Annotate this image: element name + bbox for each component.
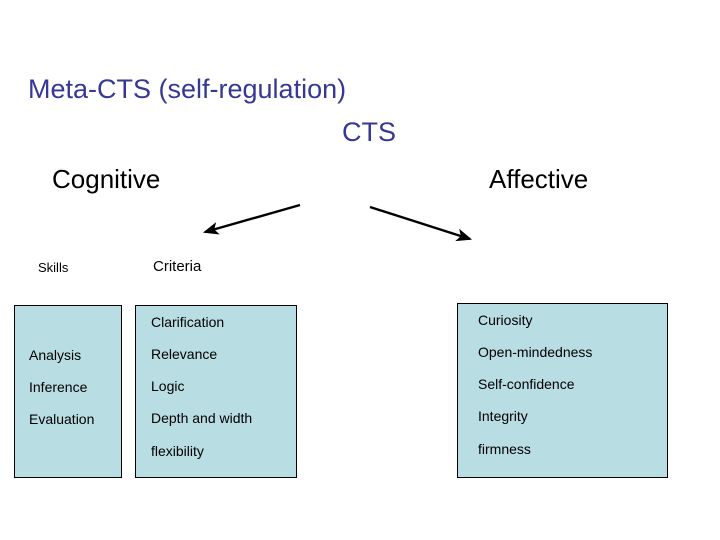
list-item: Curiosity — [478, 312, 533, 328]
list-item: Inference — [29, 379, 88, 395]
list-item: Self-confidence — [478, 376, 575, 392]
criteria-box: Clarification Relevance Logic Depth and … — [135, 305, 297, 478]
list-item: Integrity — [478, 408, 528, 424]
list-item: Logic — [151, 378, 185, 394]
affective-box: Curiosity Open-mindedness Self-confidenc… — [457, 303, 668, 478]
page-title: Meta-CTS (self-regulation) — [28, 74, 347, 104]
heading-cognitive: Cognitive — [52, 164, 161, 194]
list-item: Analysis — [29, 347, 82, 363]
skills-box: Analysis Inference Evaluation — [14, 305, 122, 478]
list-item: Depth and width — [151, 410, 253, 426]
page-subtitle: CTS — [342, 117, 396, 147]
list-item: Open-mindedness — [478, 344, 593, 360]
label-criteria: Criteria — [153, 258, 202, 275]
heading-affective: Affective — [489, 164, 589, 194]
list-item: Relevance — [151, 346, 218, 362]
arrow-to-affective — [369, 205, 473, 242]
arrow-to-cognitive — [202, 203, 301, 235]
list-item: Clarification — [151, 314, 225, 330]
label-skills: Skills — [38, 260, 69, 275]
list-item: firmness — [478, 441, 531, 457]
list-item: Evaluation — [29, 411, 95, 427]
list-item: flexibility — [151, 443, 204, 459]
